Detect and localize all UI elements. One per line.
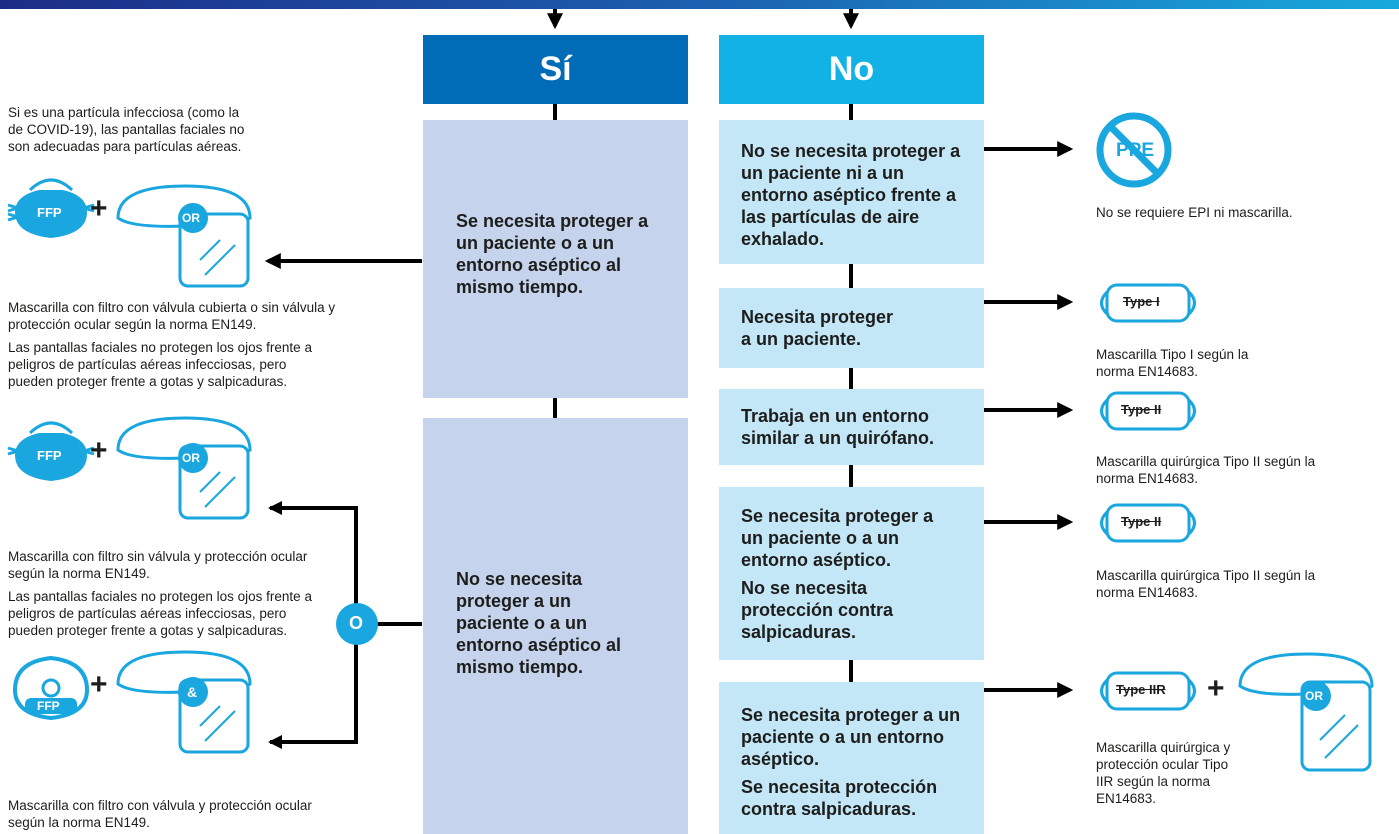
- no-box-2-text: Necesita proteger a un paciente.: [741, 307, 894, 349]
- no-box-3-text: Trabaja en un entorno similar a un quiró…: [741, 406, 935, 448]
- left-intro-note: Si es una partícula infecciosa (como la …: [8, 104, 248, 155]
- type2a-label: Type II: [1121, 402, 1162, 417]
- ffp-mask-valve-icon: [12, 655, 90, 721]
- goggles-shield-icon-4: [1238, 652, 1374, 772]
- type2b-label: Type II: [1121, 514, 1162, 529]
- or-badge-3: [1301, 681, 1331, 711]
- option2-note-text: Las pantallas faciales no protegen los o…: [8, 589, 312, 638]
- or-label-3: OR: [1305, 689, 1323, 703]
- top-gradient-bar: [0, 0, 1399, 9]
- type2b-caption: Mascarilla quirúrgica Tipo II según la n…: [1096, 568, 1316, 600]
- option1-note-text: Las pantallas faciales no protegen los o…: [8, 340, 312, 389]
- yes-box-2-text: No se necesita proteger a un paciente o …: [456, 569, 622, 677]
- goggles-shield-icon-1: [116, 184, 252, 288]
- or-branch-circle: [336, 603, 378, 645]
- header-yes: Sí: [423, 35, 688, 104]
- no-box-1-text: No se necesita proteger a un paciente ni…: [741, 141, 961, 249]
- option2-caption-text: Mascarilla con filtro sin válvula y prot…: [8, 549, 308, 581]
- o-branch-label: O: [349, 613, 364, 633]
- yes-box-1-text: Se necesita proteger a un paciente o a u…: [456, 211, 649, 297]
- ppe-label: PPE: [1116, 140, 1155, 161]
- arrow-head-lower: [268, 735, 282, 749]
- surgical-mask-icon-type2r: [1100, 671, 1196, 711]
- plus-sign-3: +: [90, 668, 108, 701]
- and-badge: [178, 677, 208, 707]
- or-label-2: OR: [182, 451, 200, 465]
- type2r-label: Type IIR: [1116, 682, 1166, 697]
- surgical-mask-icon-type2a: [1100, 391, 1196, 431]
- yes-box-2: No se necesita proteger a un paciente o …: [423, 418, 688, 834]
- no-box-2: Necesita proteger a un paciente.: [719, 288, 984, 368]
- no-box-5-line-2: Se necesita protección contra salpicadur…: [741, 777, 938, 819]
- no-box-4-line-1: Se necesita proteger a un paciente o a u…: [741, 506, 934, 570]
- no-ppe-icon: [1096, 112, 1172, 188]
- option2-caption: Mascarilla con filtro sin válvula y prot…: [8, 548, 323, 639]
- type1-label: Type I: [1123, 294, 1160, 309]
- no-box-5: Se necesita proteger a un paciente o a u…: [719, 682, 984, 834]
- surgical-mask-icon-type1: [1100, 283, 1196, 323]
- type1-caption: Mascarilla Tipo I según la norma EN14683…: [1096, 347, 1249, 379]
- no-box-3: Trabaja en un entorno similar a un quiró…: [719, 389, 984, 465]
- plus-sign-4: +: [1207, 672, 1225, 705]
- option1-caption-text: Mascarilla con filtro con válvula cubier…: [8, 300, 336, 332]
- yes-box-1: Se necesita proteger a un paciente o a u…: [423, 120, 688, 398]
- option1-caption: Mascarilla con filtro con válvula cubier…: [8, 299, 338, 390]
- no-box-1: No se necesita proteger a un paciente ni…: [719, 120, 984, 264]
- ffp-mask-icon-1: [7, 178, 95, 238]
- option3-caption: Mascarilla con filtro con válvula y prot…: [8, 797, 323, 831]
- option3-caption-text: Mascarilla con filtro con válvula y prot…: [8, 798, 312, 830]
- ffp-mask-icon-2: [7, 421, 95, 481]
- ffp-label-2: FFP: [37, 448, 62, 463]
- or-label-1: OR: [182, 211, 200, 225]
- left-intro-text: Si es una partícula infecciosa (como la …: [8, 105, 245, 154]
- surgical-mask-icon-type2b: [1100, 503, 1196, 543]
- ffp-label-1: FFP: [37, 205, 62, 220]
- and-label: &: [187, 684, 198, 700]
- header-no: No: [719, 35, 984, 104]
- type2a-caption: Mascarilla quirúrgica Tipo II según la n…: [1096, 454, 1316, 486]
- ffp-label-3: FFP: [37, 699, 60, 713]
- type2r-caption: Mascarilla quirúrgica y protección ocula…: [1096, 740, 1231, 806]
- no-box-4: Se necesita proteger a un paciente o a u…: [719, 487, 984, 660]
- plus-sign-2: +: [90, 434, 108, 467]
- arrow-head-upper: [268, 501, 282, 515]
- plus-sign-1: +: [90, 192, 108, 225]
- no-box-5-line-1: Se necesita proteger a un paciente o a u…: [741, 705, 961, 769]
- no-box-4-line-2: No se necesita protección contra salpica…: [741, 578, 894, 642]
- goggles-shield-icon-3: [116, 650, 252, 754]
- no-ppe-caption: No se requiere EPI ni mascarilla.: [1096, 205, 1293, 220]
- or-badge-2: [178, 443, 208, 473]
- or-badge-1: [178, 203, 208, 233]
